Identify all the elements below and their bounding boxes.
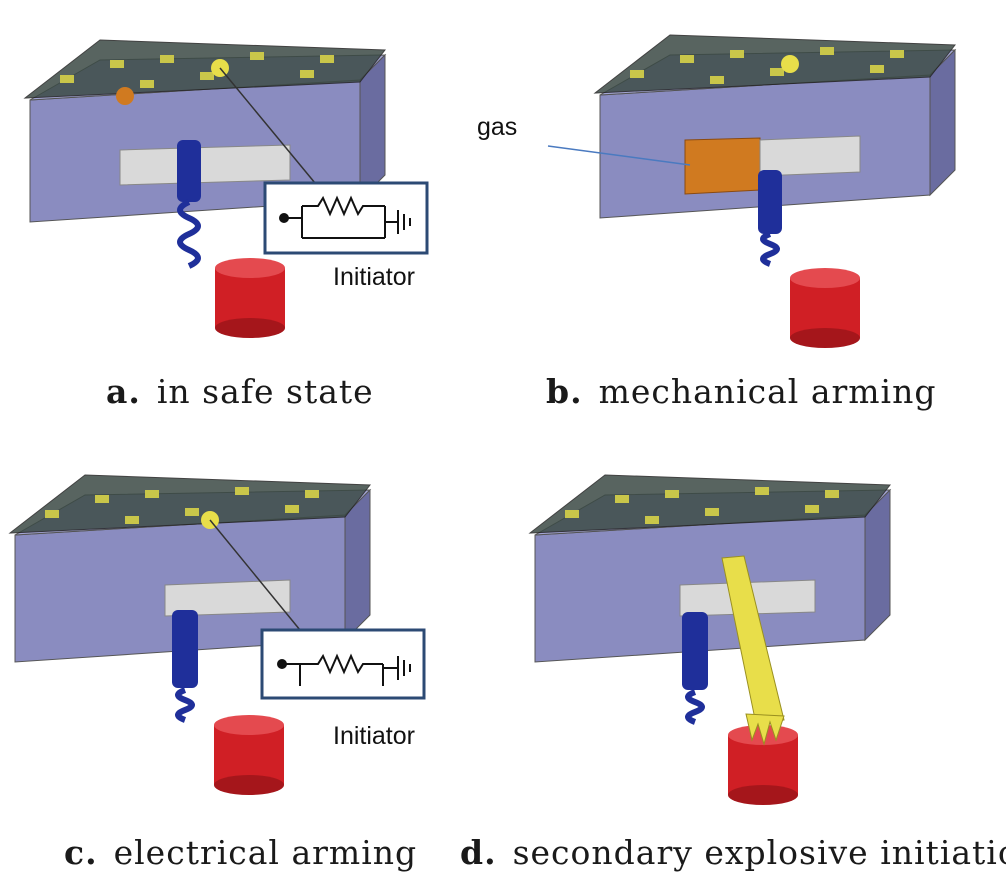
panel-d: d. secondary explosive initiation	[460, 440, 1006, 892]
initiator-label-c: Initiator	[333, 722, 415, 750]
initiator-label-a: Initiator	[333, 263, 415, 291]
caption-a-text: in safe state	[156, 372, 374, 411]
caption-d: d. secondary explosive initiation	[460, 833, 1006, 872]
gas-generator-icon	[116, 87, 134, 105]
explosive-charge-icon	[214, 715, 284, 795]
caption-b-letter: b.	[546, 372, 583, 411]
spring-icon	[177, 199, 201, 269]
caption-d-letter: d.	[460, 833, 497, 872]
panel-b: gas b. mechanical arming	[477, 0, 1006, 430]
explosive-charge-icon	[790, 268, 860, 348]
panel-a: Initiator a. in safe state	[0, 0, 500, 430]
initiator-circuit-icon	[279, 195, 411, 239]
caption-d-text: secondary explosive initiation	[512, 833, 1006, 872]
caption-c-text: electrical arming	[113, 833, 418, 872]
device-illustration-b	[547, 34, 957, 348]
caption-b: b. mechanical arming	[546, 372, 937, 411]
spring-icon	[760, 231, 780, 267]
firing-pin-icon	[172, 610, 198, 688]
firing-pin-icon	[177, 140, 201, 202]
caption-c-letter: c.	[64, 833, 98, 872]
flame-jet-icon	[721, 555, 785, 725]
spring-icon	[175, 687, 195, 723]
caption-a-letter: a.	[106, 372, 141, 411]
gas-label: gas	[477, 113, 518, 141]
caption-c: c. electrical arming	[64, 833, 417, 872]
device-illustration-c	[8, 474, 426, 795]
initiator-circuit-icon	[277, 653, 411, 686]
spring-icon	[685, 689, 705, 725]
firing-pin-icon	[682, 612, 708, 690]
panel-c: Initiator c. electrical arming	[0, 440, 500, 892]
device-illustration-a	[23, 39, 429, 338]
gas-chamber-icon	[684, 137, 761, 195]
firing-pin-icon	[758, 170, 782, 234]
device-illustration-d	[528, 474, 892, 805]
caption-b-text: mechanical arming	[598, 372, 937, 411]
caption-a: a. in safe state	[106, 372, 374, 411]
explosive-charge-icon	[215, 258, 285, 338]
